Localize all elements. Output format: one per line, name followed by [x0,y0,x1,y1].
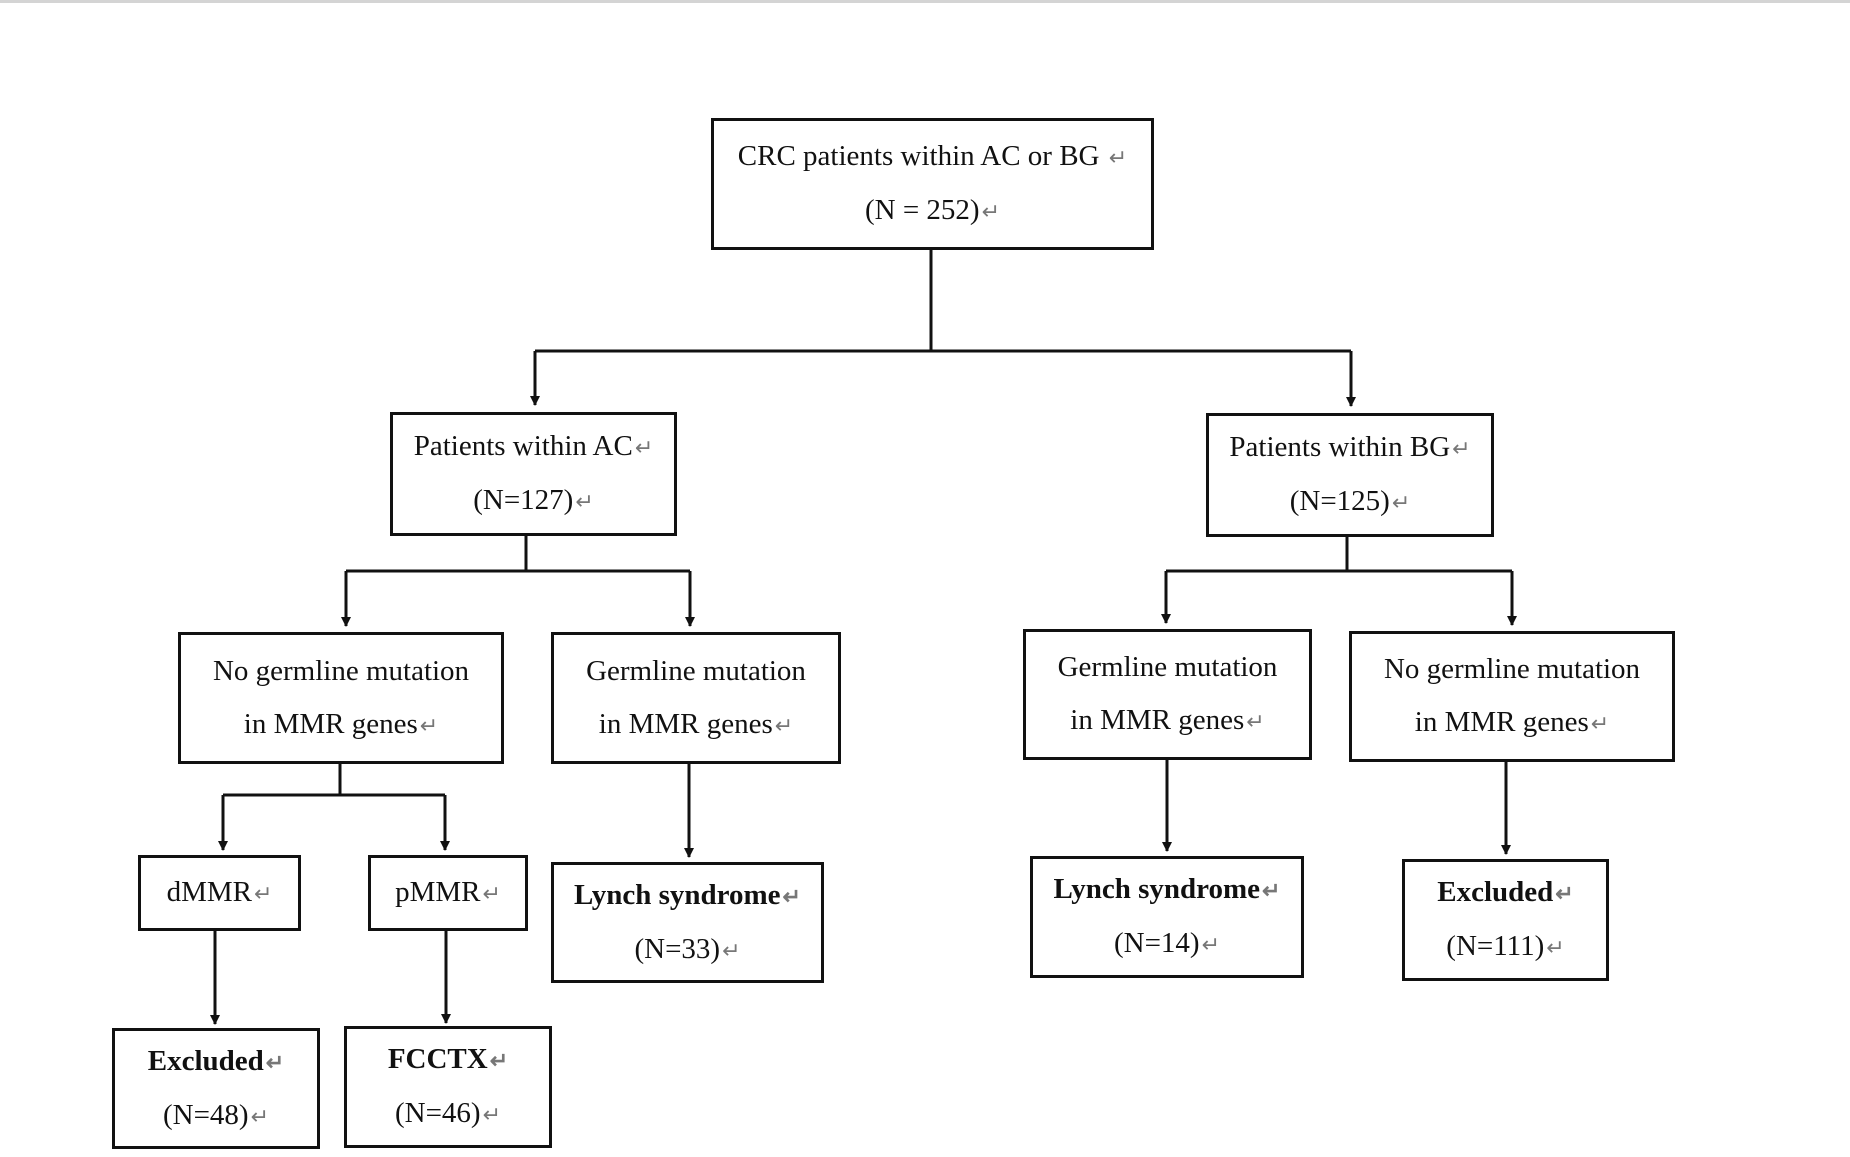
return-icon: ↵ [1590,711,1610,736]
top-border-line [0,0,1850,3]
node-ac-lynch: Lynch syndrome↵ (N=33)↵ [551,862,824,983]
return-icon: ↵ [1246,709,1265,734]
node-root-line1: CRC patients within AC or BG [737,140,1100,172]
node-bg-no-germline: No germline mutation in MMR genes↵ [1349,631,1675,762]
node-ac-lynch-line1: Lynch syndrome [574,878,781,911]
node-bg-excluded-line1: Excluded [1437,876,1554,908]
node-dmmr-excluded-line1: Excluded [147,1044,264,1077]
node-bg-line2: (N=125) [1289,485,1390,517]
node-bg-lynch: Lynch syndrome↵ (N=14)↵ [1030,856,1304,978]
return-icon: ↵ [774,712,794,738]
node-bg-excluded: Excluded↵ (N=111)↵ [1402,859,1609,981]
return-icon: ↵ [482,881,501,906]
return-icon: ↵ [1262,878,1281,903]
node-root-line2: (N = 252) [864,194,980,226]
connector-ac-split [346,536,690,573]
node-ac-germline: Germline mutation in MMR genes↵ [551,632,841,764]
return-icon: ↵ [981,199,1001,224]
return-icon: ↵ [1201,932,1221,957]
node-bg-lynch-line2: (N=14) [1113,927,1200,959]
return-icon: ↵ [250,1103,270,1129]
node-bg-germline-line1: Germline mutation [1057,651,1278,683]
node-fcctx-line2: (N=46) [394,1097,481,1129]
return-icon: ↵ [1452,436,1471,461]
node-ac-line1: Patients within AC [413,430,633,462]
node-pmmr-line1: pMMR [395,876,481,908]
node-ac-no-germline: No germline mutation in MMR genes↵ [178,632,504,764]
return-icon: ↵ [722,937,741,963]
node-fcctx-line1: FCCTX [387,1043,488,1075]
node-fcctx: FCCTX↵ (N=46)↵ [344,1026,552,1148]
return-icon: ↵ [575,489,594,514]
return-icon: ↵ [634,435,654,460]
connector-bg-split [1166,537,1512,573]
node-dmmr-excluded-line2: (N=48) [162,1098,249,1131]
connector-root-split [535,250,1351,353]
node-ac-no-germline-line2: in MMR genes [243,707,418,740]
node-bg-no-germline-line2: in MMR genes [1414,706,1589,738]
node-root: CRC patients within AC or BG ↵ (N = 252)… [711,118,1154,250]
node-dmmr-line1: dMMR [166,876,252,908]
node-bg-lynch-line1: Lynch syndrome [1053,873,1261,905]
node-ac: Patients within AC↵ (N=127)↵ [390,412,677,536]
node-ac-germline-line2: in MMR genes [598,707,773,740]
node-dmmr-excluded: Excluded↵ (N=48)↵ [112,1028,320,1149]
node-ac-line2: (N=127) [473,484,574,516]
return-icon: ↵ [1555,881,1574,906]
node-ac-germline-line1: Germline mutation [586,654,806,687]
return-icon: ↵ [265,1049,285,1075]
node-pmmr: pMMR↵ [368,855,528,931]
return-icon: ↵ [489,1048,509,1073]
node-bg-line1: Patients within BG [1229,431,1451,463]
node-ac-lynch-line2: (N=33) [634,932,721,965]
return-icon: ↵ [419,712,439,738]
return-icon: ↵ [253,881,273,906]
node-bg-no-germline-line1: No germline mutation [1383,653,1641,685]
node-bg-germline: Germline mutation in MMR genes↵ [1023,629,1312,760]
node-bg-germline-line2: in MMR genes [1070,704,1245,736]
return-icon: ↵ [782,883,801,909]
node-bg-excluded-line2: (N=111) [1446,930,1545,962]
return-icon: ↵ [1391,490,1411,515]
return-icon: ↵ [1546,935,1565,960]
node-bg: Patients within BG↵ (N=125)↵ [1206,413,1494,537]
return-icon: ↵ [1108,145,1128,170]
node-ac-no-germline-line1: No germline mutation [212,654,470,687]
node-dmmr: dMMR↵ [138,855,301,931]
return-icon: ↵ [482,1102,502,1127]
connector-no-germline-split [223,764,445,797]
